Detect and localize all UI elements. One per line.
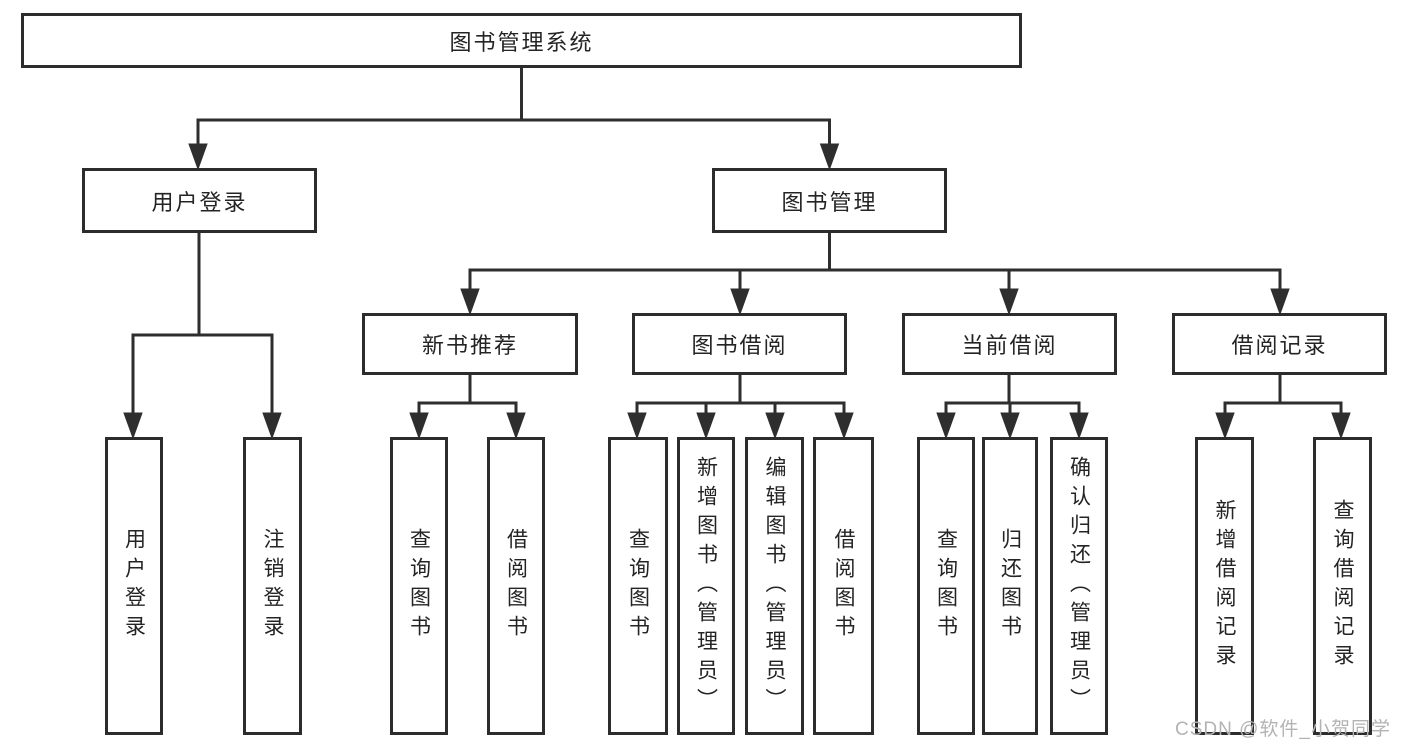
leaf-add-book-admin-label: 新增图书（管理员） — [694, 455, 718, 717]
node-new-book-recommend-label: 新书推荐 — [421, 333, 518, 358]
leaf-query-book-current: 查询图书 — [917, 437, 975, 735]
leaf-add-borrow-record-label: 新增借阅记录 — [1213, 499, 1237, 673]
leaf-query-book-current-label: 查询图书 — [934, 528, 958, 644]
node-book-borrow-label: 图书借阅 — [691, 333, 788, 358]
node-book-management-label: 图书管理 — [781, 189, 878, 215]
leaf-borrow-book: 借阅图书 — [813, 437, 874, 735]
leaf-query-book-recommend: 查询图书 — [390, 437, 448, 735]
node-current-borrow: 当前借阅 — [902, 313, 1117, 375]
leaf-borrow-book-recommend-label: 借阅图书 — [504, 528, 528, 644]
leaf-query-book-recommend-label: 查询图书 — [407, 528, 431, 644]
leaf-query-borrow-record: 查询借阅记录 — [1313, 437, 1372, 735]
node-current-borrow-label: 当前借阅 — [961, 333, 1058, 358]
watermark: CSDN @软件_小贺同学 — [1175, 719, 1391, 740]
leaf-edit-book-admin: 编辑图书（管理员） — [745, 437, 804, 735]
leaf-user-login: 用户登录 — [105, 437, 163, 735]
node-user-login: 用户登录 — [82, 168, 317, 233]
node-borrow-records-label: 借阅记录 — [1231, 333, 1328, 358]
leaf-query-book-borrow: 查询图书 — [608, 437, 668, 735]
leaf-logout-label: 注销登录 — [261, 528, 285, 644]
leaf-confirm-return-admin: 确认归还（管理员） — [1050, 437, 1108, 735]
leaf-borrow-book-recommend: 借阅图书 — [487, 437, 545, 735]
node-new-book-recommend: 新书推荐 — [362, 313, 578, 375]
node-borrow-records: 借阅记录 — [1172, 313, 1387, 375]
leaf-add-book-admin: 新增图书（管理员） — [677, 437, 735, 735]
node-root: 图书管理系统 — [21, 13, 1022, 68]
leaf-borrow-book-label: 借阅图书 — [832, 528, 856, 644]
leaf-add-borrow-record: 新增借阅记录 — [1195, 437, 1254, 735]
leaf-return-book: 归还图书 — [982, 437, 1038, 735]
leaf-query-borrow-record-label: 查询借阅记录 — [1331, 499, 1355, 673]
node-root-label: 图书管理系统 — [449, 29, 594, 55]
node-user-login-label: 用户登录 — [151, 189, 248, 215]
node-book-borrow: 图书借阅 — [632, 313, 847, 375]
leaf-logout: 注销登录 — [243, 437, 302, 735]
node-book-management: 图书管理 — [712, 168, 947, 233]
leaf-edit-book-admin-label: 编辑图书（管理员） — [763, 455, 787, 717]
leaf-query-book-borrow-label: 查询图书 — [626, 528, 650, 644]
leaf-user-login-label: 用户登录 — [122, 528, 146, 644]
leaf-confirm-return-admin-label: 确认归还（管理员） — [1067, 455, 1091, 717]
leaf-return-book-label: 归还图书 — [998, 528, 1022, 644]
